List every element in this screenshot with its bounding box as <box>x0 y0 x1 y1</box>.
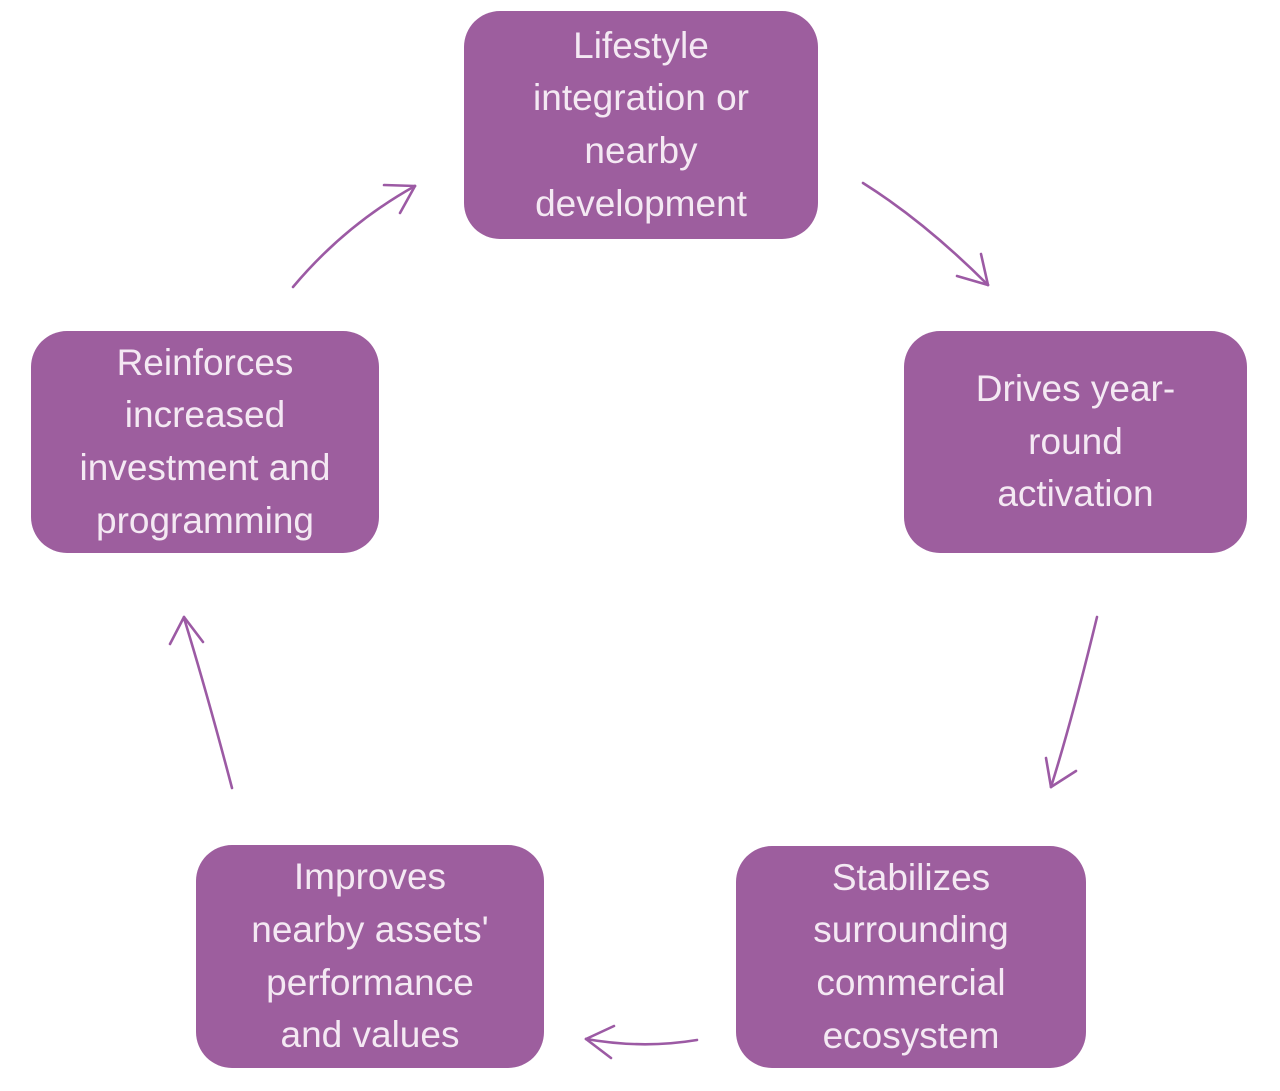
node-year-round-activation-label: Drives year- round activation <box>975 368 1176 515</box>
node-reinforces-investment-label: Reinforces increased investment and prog… <box>79 341 331 541</box>
arrow-bottom-left-to-left-icon <box>168 615 234 790</box>
arrow-top-to-right-icon <box>861 181 990 287</box>
node-improves-assets: Improves nearby assets' performance and … <box>196 845 544 1068</box>
node-stabilizes-ecosystem-label: Stabilizes surrounding commercial ecosys… <box>813 856 1009 1056</box>
node-lifestyle-integration: Lifestyle integration or nearby developm… <box>464 11 818 239</box>
arrow-left-to-top-icon <box>291 183 417 289</box>
arrow-bottom-right-to-bottom-left-icon <box>584 1024 699 1060</box>
node-lifestyle-integration-label: Lifestyle integration or nearby developm… <box>533 24 749 224</box>
arrow-right-to-bottom-right-icon <box>1044 615 1099 789</box>
node-stabilizes-ecosystem: Stabilizes surrounding commercial ecosys… <box>736 846 1086 1068</box>
node-year-round-activation: Drives year- round activation <box>904 331 1247 553</box>
node-reinforces-investment: Reinforces increased investment and prog… <box>31 331 379 553</box>
node-improves-assets-label: Improves nearby assets' performance and … <box>251 856 489 1056</box>
